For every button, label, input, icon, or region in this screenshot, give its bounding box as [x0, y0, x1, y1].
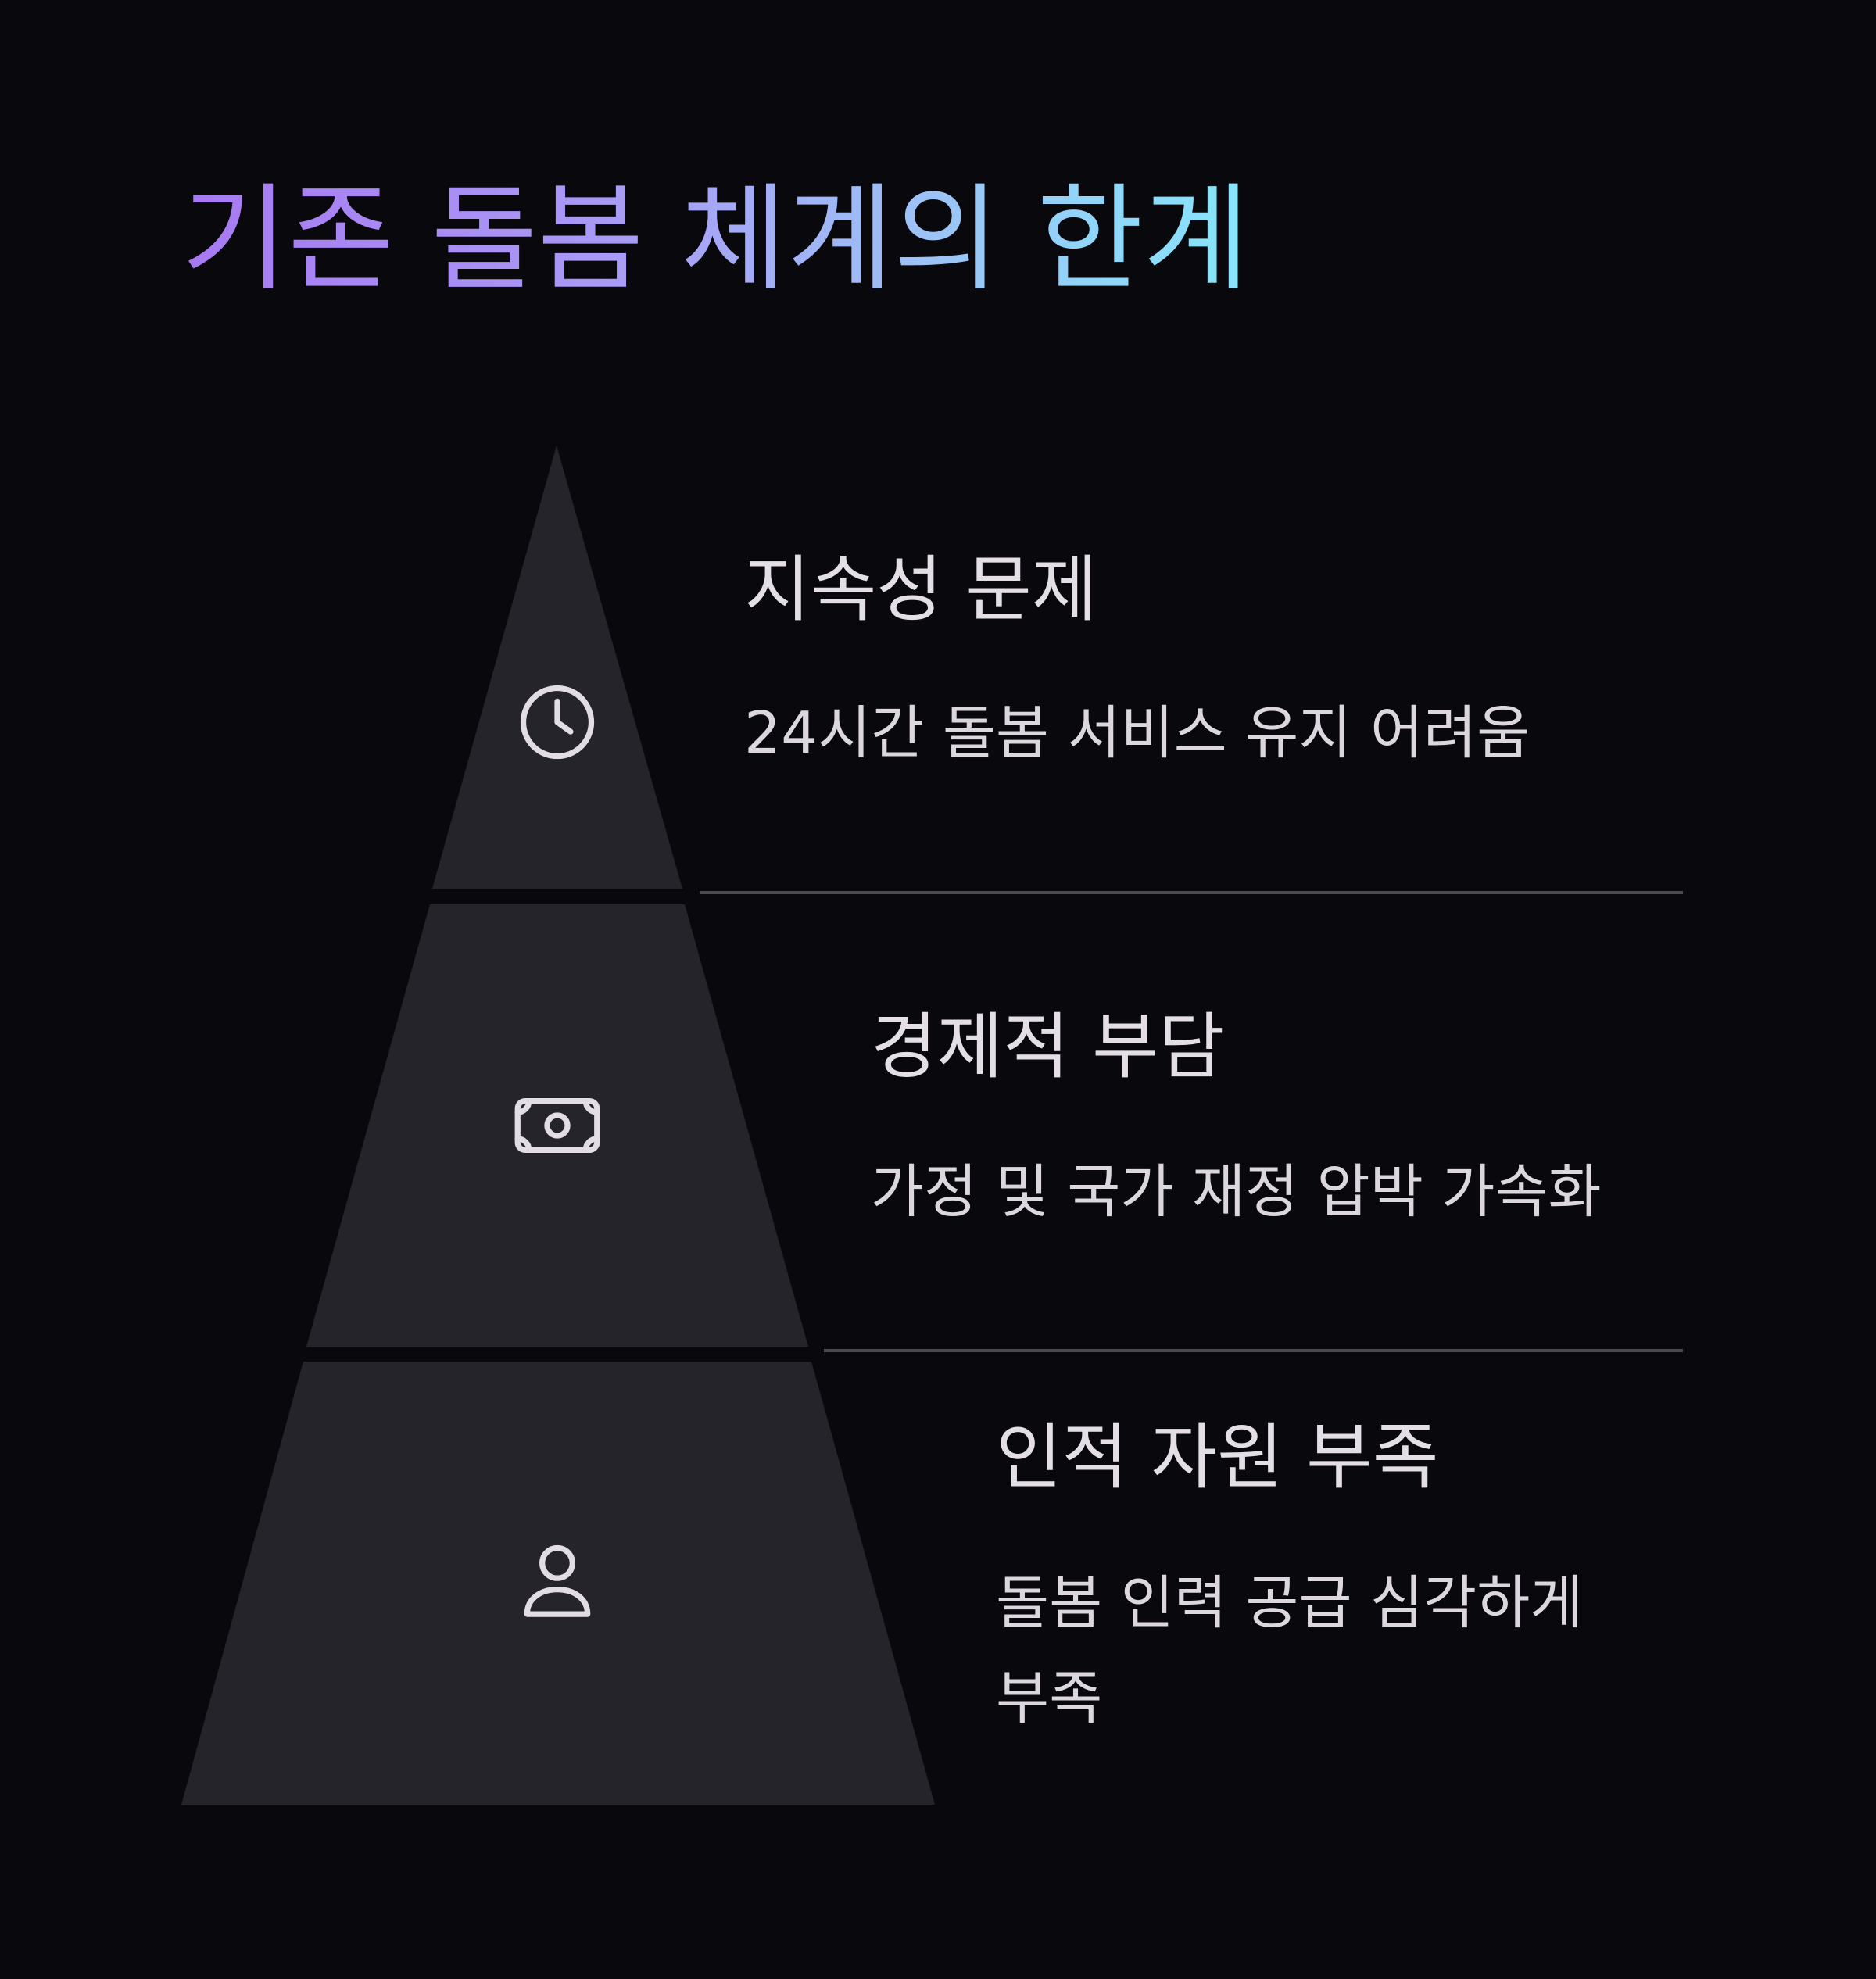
level-title-economic: 경제적 부담 — [871, 1005, 1225, 1089]
money-icon — [512, 1080, 603, 1171]
level-desc-sustainability: 24시간 돌봄 서비스 유지 어려움 — [744, 700, 1531, 767]
pyramid-level-middle — [306, 904, 808, 1347]
divider — [700, 891, 1683, 894]
level-desc-economic: 가정 및 국가 재정 압박 가속화 — [871, 1158, 1602, 1226]
clock-icon — [512, 677, 603, 768]
pyramid-level-top — [432, 446, 682, 889]
divider — [824, 1349, 1683, 1352]
level-title-human-resources: 인적 자원 부족 — [996, 1415, 1439, 1499]
page-title: 기존 돌봄 체계의 한계 — [181, 170, 1250, 310]
level-title-sustainability: 지속성 문제 — [744, 548, 1098, 632]
pyramid-level-bottom — [181, 1362, 935, 1805]
person-icon — [512, 1537, 603, 1627]
level-desc-human-resources: 돌봄 인력 공급 심각하게 부족 — [996, 1569, 1584, 1732]
